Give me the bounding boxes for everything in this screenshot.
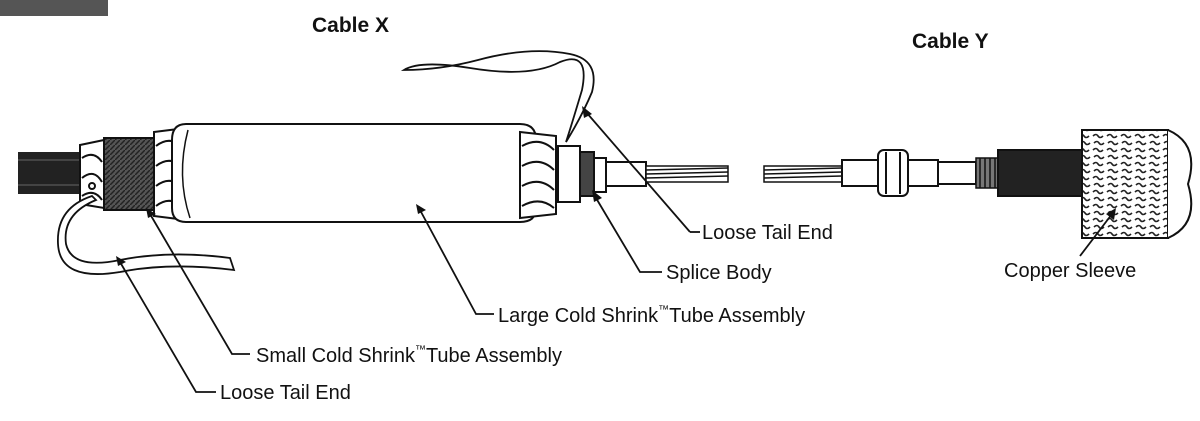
cable-x-title: Cable X [312, 14, 390, 37]
cable-x-jacket [18, 152, 88, 194]
label-small-tube-name: Small Cold Shrink [256, 345, 415, 367]
label-small-tube-tm: ™ [414, 344, 426, 356]
cable-x-conductor-strands [645, 165, 729, 183]
label-splice-body: Splice Body [666, 262, 772, 284]
figure-header-block [0, 0, 108, 16]
label-loose-tail-end-left: Loose Tail End [220, 382, 351, 404]
cable-y-threaded-section [975, 157, 999, 189]
cable-x-shield-wrap [103, 137, 157, 211]
label-large-tube-name: Large Cold Shrink [498, 305, 659, 327]
label-large-cold-shrink-tube: Large Cold Shrink™Tube Assembly [498, 304, 805, 328]
leader-large-tube [419, 209, 494, 315]
splice-body [557, 145, 607, 203]
leader-loose-tail-end-right [585, 111, 691, 233]
cable-y-semicon [937, 161, 977, 185]
large-tube-ribs [519, 130, 557, 220]
loose-tail-end-right-string [400, 50, 595, 143]
label-copper-sleeve: Copper Sleeve [1004, 260, 1137, 282]
copper-sleeve [1081, 129, 1169, 239]
label-large-tube-tm: ™ [658, 304, 670, 316]
leader-arrowheads [116, 106, 1116, 266]
leader-copper-sleeve [1079, 213, 1113, 257]
leader-loose-tail-end-left [119, 261, 216, 393]
large-cold-shrink-tube [171, 123, 537, 223]
leader-splice-body [595, 197, 662, 273]
leader-small-tube [149, 213, 250, 355]
label-small-tube-rest: Tube Assembly [425, 345, 562, 367]
cable-y-jacket [997, 149, 1085, 197]
label-small-cold-shrink-tube: Small Cold Shrink™Tube Assembly [256, 344, 562, 368]
cable-y-connector [877, 149, 909, 197]
copper-sleeve-end [1167, 129, 1193, 239]
cable-y-conductor-strands [763, 165, 843, 183]
cable-y-insulation-2 [907, 159, 939, 187]
cable-y-title: Cable Y [912, 30, 989, 53]
loose-tail-end-left-string [57, 194, 236, 275]
label-large-tube-rest: Tube Assembly [669, 305, 806, 327]
label-loose-tail-end-right: Loose Tail End [702, 222, 833, 244]
cable-y-insulation [841, 159, 879, 187]
